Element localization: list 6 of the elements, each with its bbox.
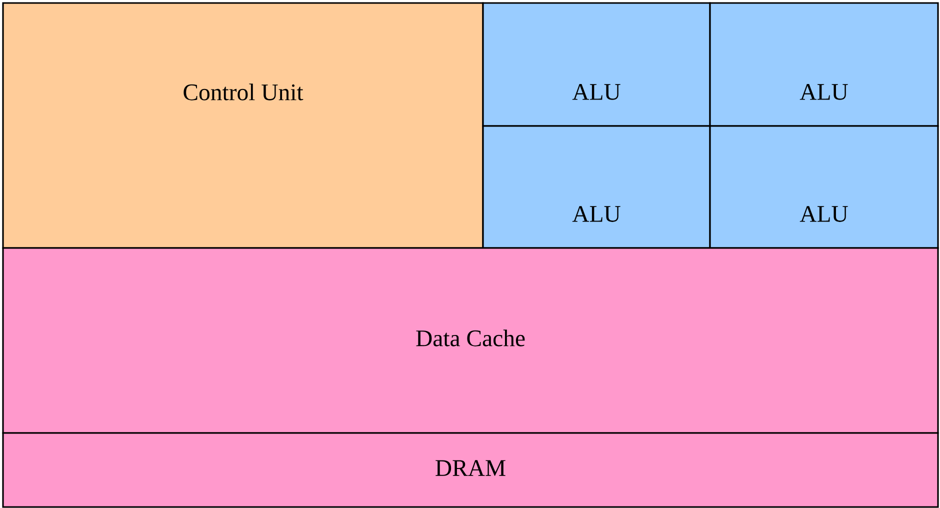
memory-block: DRAM [2,432,939,508]
alu-block: ALU [482,125,711,249]
alu-block: ALU [482,2,711,127]
alu-block: ALU [709,125,939,249]
control-unit-block: Control Unit [2,2,484,249]
alu-block: ALU [709,2,939,127]
